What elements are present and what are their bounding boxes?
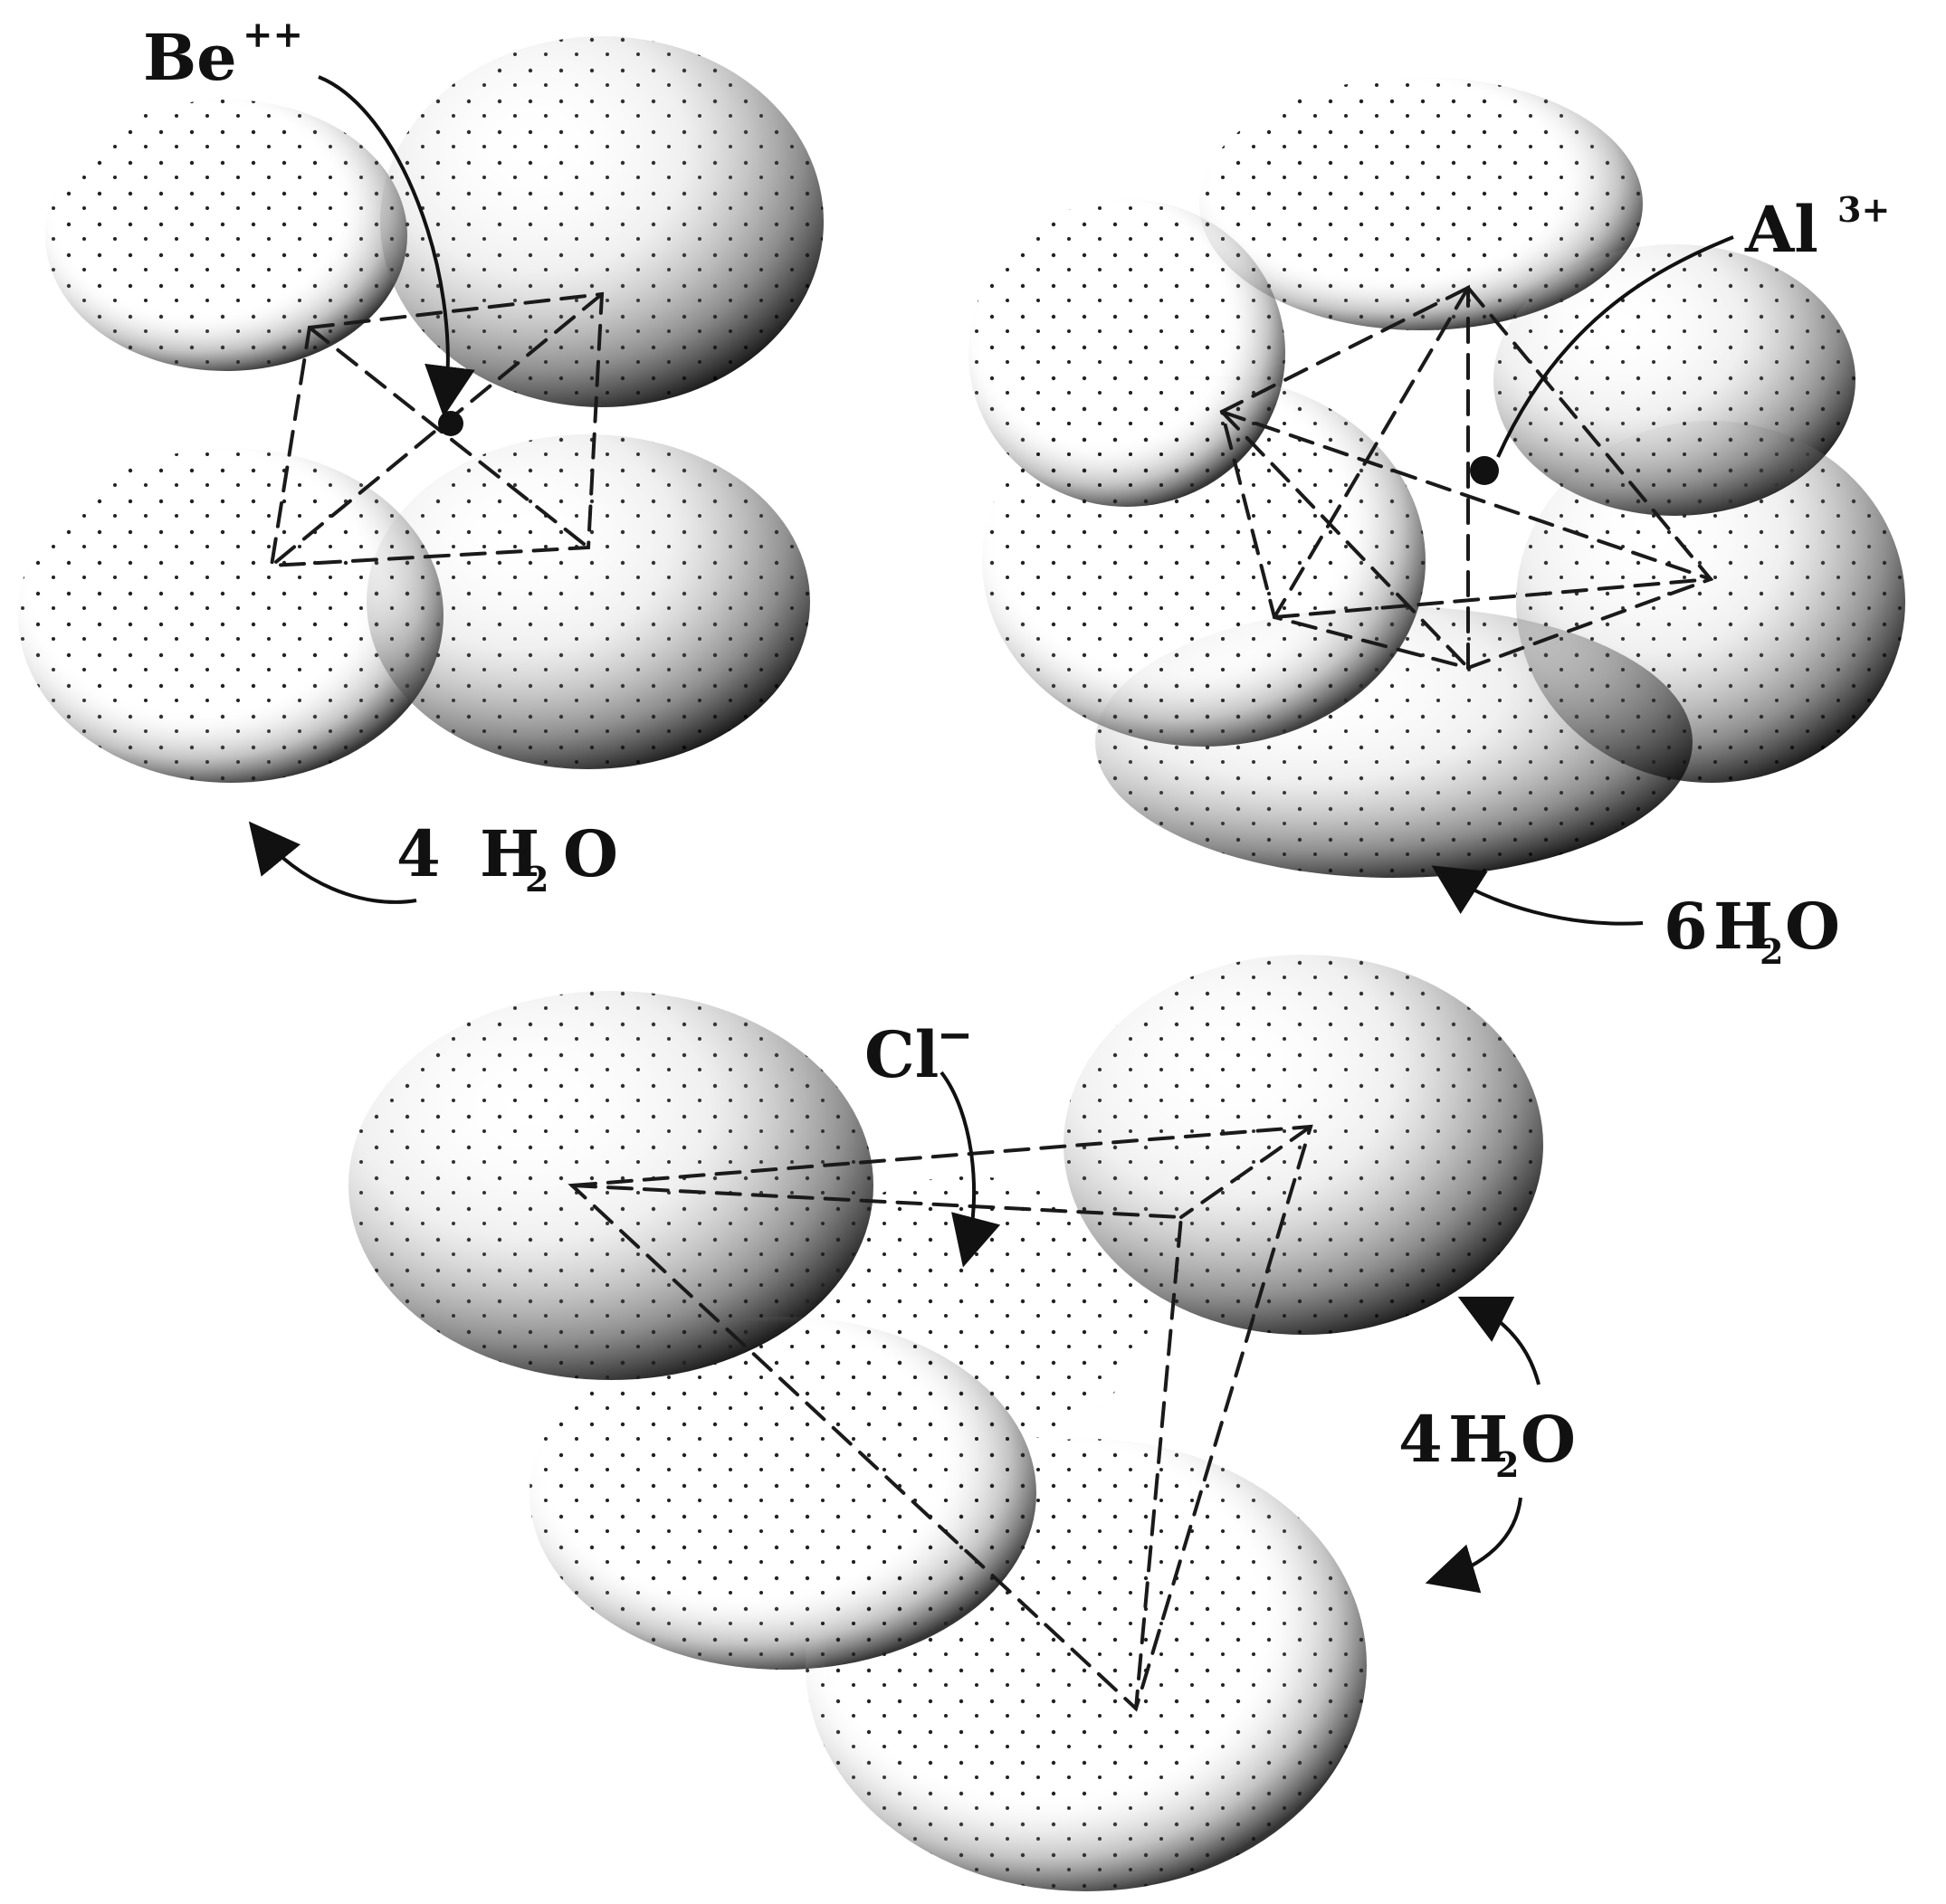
svg-text:O: O [1521, 1402, 1576, 1477]
be-water-label: 4 H 2 O [396, 816, 618, 900]
svg-text:2: 2 [525, 859, 549, 900]
be-water-arrow [258, 833, 416, 902]
svg-text:O: O [563, 816, 618, 891]
svg-text:4: 4 [1398, 1402, 1443, 1477]
cl-complex: Cl − 4 H 2 O [348, 955, 1576, 1891]
al-ion-charge: 3+ [1837, 189, 1890, 230]
cl-ion-charge: − [937, 1010, 973, 1061]
svg-text:2: 2 [1495, 1444, 1519, 1485]
be-ion-center [438, 411, 463, 436]
cl-water-arrow-down [1439, 1498, 1521, 1579]
be-ion-charge: ++ [243, 14, 303, 56]
al-ion-label: Al [1744, 192, 1818, 267]
cl-water-arrow-up [1471, 1303, 1539, 1385]
cl-water-lobes [348, 955, 1543, 1891]
al-complex: Al 3+ 6 H 2 O [968, 77, 1905, 972]
svg-text:2: 2 [1760, 931, 1783, 972]
cl-water-label: 4 H 2 O [1398, 1402, 1576, 1485]
svg-text:O: O [1785, 889, 1840, 964]
be-ion-label: Be [143, 20, 237, 95]
cl-ion-label: Cl [864, 1017, 939, 1092]
al-water-arrow [1444, 873, 1643, 924]
al-water-label: 6 H 2 O [1664, 889, 1840, 972]
al-ion-center [1470, 456, 1499, 485]
svg-text:4: 4 [396, 816, 441, 891]
svg-text:6: 6 [1664, 889, 1708, 964]
be-complex: Be ++ 4 H 2 O [18, 14, 824, 902]
be-water-lobes [18, 36, 824, 783]
